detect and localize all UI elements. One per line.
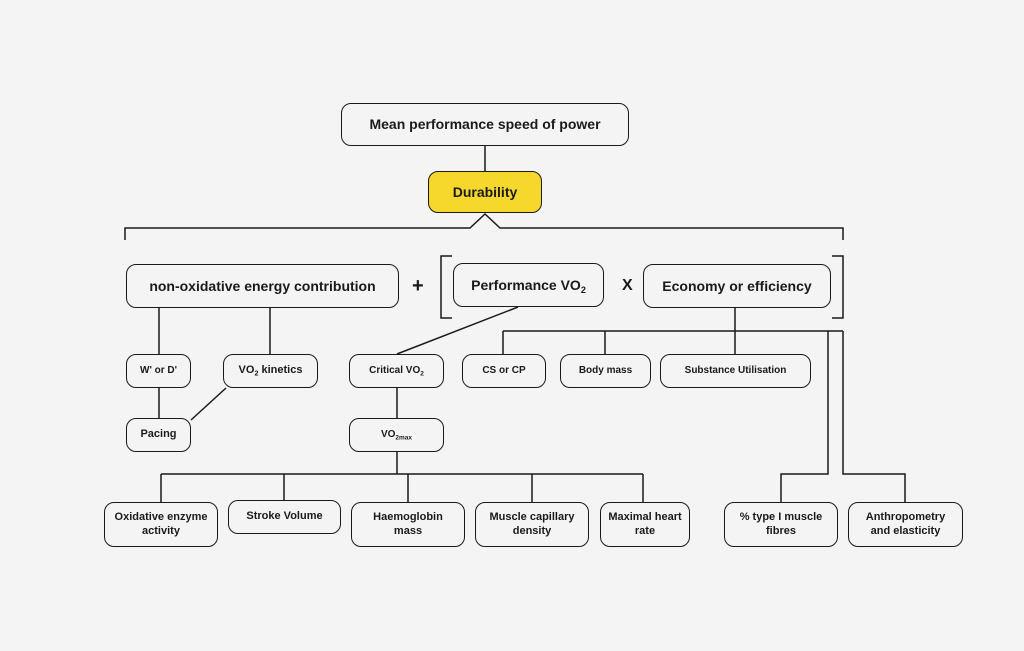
critical-vo2-node: Critical VO2 — [349, 354, 444, 388]
vo2max-node: VO2max — [349, 418, 444, 452]
open-bracket — [440, 255, 452, 319]
mean-performance-node: Mean performance speed of power — [341, 103, 629, 146]
type1-fibres-label: % type I muscle fibres — [739, 511, 823, 537]
oxidative-enzyme-label: Oxidative enzyme activity — [114, 511, 208, 537]
performance-vo2-node: Performance VO2 — [453, 263, 604, 307]
vo2-kinetics-label: VO2 kinetics — [238, 364, 303, 378]
anthropometry-node: Anthropometry and elasticity — [848, 502, 963, 547]
connector-performance-critical — [396, 306, 519, 355]
connector-kinetics-pacing — [190, 387, 227, 421]
cs-or-cp-node: CS or CP — [462, 354, 546, 388]
non-oxidative-label: non-oxidative energy contribution — [149, 277, 376, 294]
pacing-label: Pacing — [140, 428, 177, 441]
maximal-heart-rate-label: Maximal heart rate — [608, 511, 682, 537]
stroke-volume-label: Stroke Volume — [246, 510, 323, 523]
critical-vo2-label: Critical VO2 — [369, 365, 424, 378]
vo2-kinetics-node: VO2 kinetics — [223, 354, 318, 388]
economy-node: Economy or efficiency — [643, 264, 831, 308]
connector-economy-fibres — [780, 331, 829, 502]
oxidative-enzyme-node: Oxidative enzyme activity — [104, 502, 218, 547]
connector-economy-anthropometry — [842, 331, 906, 502]
durability-label: Durability — [452, 183, 518, 200]
w-prime-label: W' or D' — [140, 365, 177, 376]
muscle-capillary-node: Muscle capillary density — [475, 502, 589, 547]
vo2max-label: VO2max — [380, 429, 413, 442]
mean-performance-label: Mean performance speed of power — [369, 116, 601, 133]
substance-utilisation-node: Substance Utilisation — [660, 354, 811, 388]
stroke-volume-node: Stroke Volume — [228, 500, 341, 534]
performance-vo2-label: Performance VO2 — [471, 276, 586, 295]
pacing-node: Pacing — [126, 418, 191, 452]
maximal-heart-rate-node: Maximal heart rate — [600, 502, 690, 547]
durability-brace — [124, 212, 844, 240]
type1-fibres-node: % type I muscle fibres — [724, 502, 838, 547]
economy-label: Economy or efficiency — [662, 277, 812, 294]
anthropometry-label: Anthropometry and elasticity — [865, 511, 946, 537]
body-mass-label: Body mass — [578, 365, 633, 376]
substance-utilisation-label: Substance Utilisation — [684, 365, 787, 376]
muscle-capillary-label: Muscle capillary density — [489, 511, 575, 537]
non-oxidative-node: non-oxidative energy contribution — [126, 264, 399, 308]
haemoglobin-mass-node: Haemoglobin mass — [351, 502, 465, 547]
cs-or-cp-label: CS or CP — [482, 365, 526, 376]
times-operator: X — [622, 277, 633, 294]
body-mass-node: Body mass — [560, 354, 651, 388]
haemoglobin-mass-label: Haemoglobin mass — [373, 511, 443, 537]
plus-operator: + — [412, 275, 424, 297]
close-bracket — [832, 255, 844, 319]
durability-node: Durability — [428, 171, 542, 213]
w-prime-node: W' or D' — [126, 354, 191, 388]
